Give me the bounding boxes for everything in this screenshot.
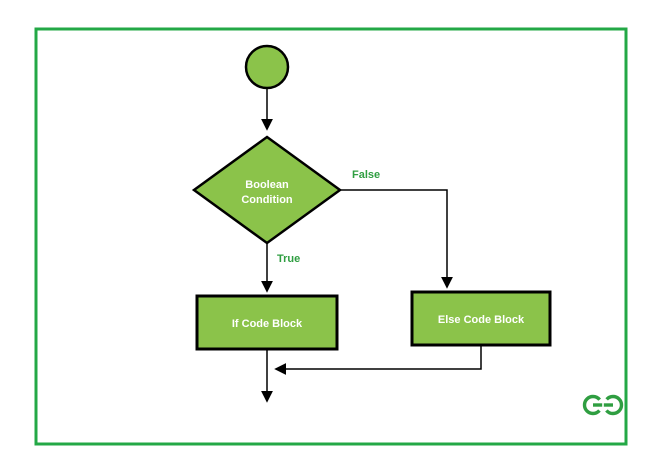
start-node: [244, 44, 290, 90]
frame-border: [34, 27, 628, 446]
edge-false-branch: [340, 189, 453, 289]
condition-label-line2: Condition: [241, 194, 293, 206]
logo-right-g-icon: [602, 394, 624, 416]
if-block-node: [195, 294, 339, 351]
edge-else-merge: [274, 345, 482, 375]
logo-left-g-icon: [582, 394, 604, 416]
else-block-node: [410, 290, 552, 347]
condition-label-line1: Boolean: [245, 179, 289, 191]
true-edge-label: True: [277, 253, 300, 265]
if-block-label: If Code Block: [232, 318, 303, 330]
geeksforgeeks-logo: [582, 394, 624, 416]
false-edge-label: False: [352, 169, 380, 181]
else-block-label: Else Code Block: [438, 314, 525, 326]
